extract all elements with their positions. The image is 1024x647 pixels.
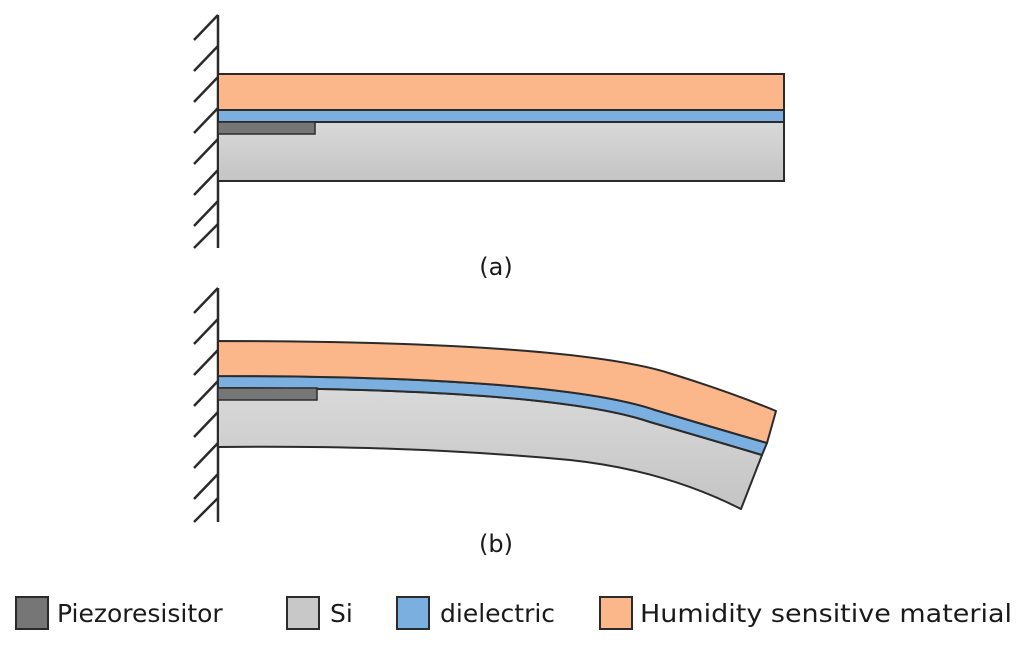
legend: Piezoresisitor Si dielectric Humidity se… xyxy=(15,596,1012,630)
piezoresistor-b xyxy=(217,387,318,401)
piezoresistor-a xyxy=(217,121,316,135)
wall-b-hatch xyxy=(193,287,219,314)
wall-b-hatch xyxy=(193,380,219,407)
legend-label-piezoresistor: Piezoresisitor xyxy=(57,599,223,628)
wall-b-hatch xyxy=(193,318,219,345)
legend-item-dielectric: dielectric xyxy=(396,596,555,630)
wall-a-hatch xyxy=(193,45,219,72)
dielectric-layer-a xyxy=(217,109,785,123)
wall-a-hatch xyxy=(193,76,219,103)
legend-label-dielectric: dielectric xyxy=(440,599,555,628)
legend-label-si: Si xyxy=(330,599,353,628)
legend-item-si: Si xyxy=(286,596,353,630)
caption-b: (b) xyxy=(479,530,513,558)
legend-item-piezoresistor: Piezoresisitor xyxy=(15,596,223,630)
caption-a: (a) xyxy=(479,253,512,281)
humidity-layer-a xyxy=(217,73,785,111)
wall-a xyxy=(193,14,220,249)
legend-label-humidity: Humidity sensitive material xyxy=(640,599,1012,628)
legend-swatch-dielectric xyxy=(396,596,430,630)
wall-a-hatch xyxy=(193,138,219,165)
wall-a-hatch xyxy=(193,14,219,41)
wall-b xyxy=(193,287,220,523)
wall-b-hatch xyxy=(193,473,219,500)
wall-b-hatch xyxy=(193,411,219,438)
wall-b-hatch xyxy=(193,442,219,469)
legend-swatch-piezoresistor xyxy=(15,596,49,630)
humidity-layer-b xyxy=(217,340,777,444)
wall-a-hatch xyxy=(193,223,219,249)
legend-swatch-humidity xyxy=(599,596,633,630)
wall-a-hatch xyxy=(193,169,219,196)
wall-a-hatch xyxy=(193,107,219,134)
diagram-a xyxy=(193,14,785,249)
wall-b-hatch xyxy=(193,349,219,376)
wall-a-hatch xyxy=(193,200,219,227)
wall-b-hatch xyxy=(193,497,219,523)
diagram-b xyxy=(193,287,777,523)
legend-swatch-si xyxy=(286,596,320,630)
legend-item-humidity: Humidity sensitive material xyxy=(599,596,1012,630)
